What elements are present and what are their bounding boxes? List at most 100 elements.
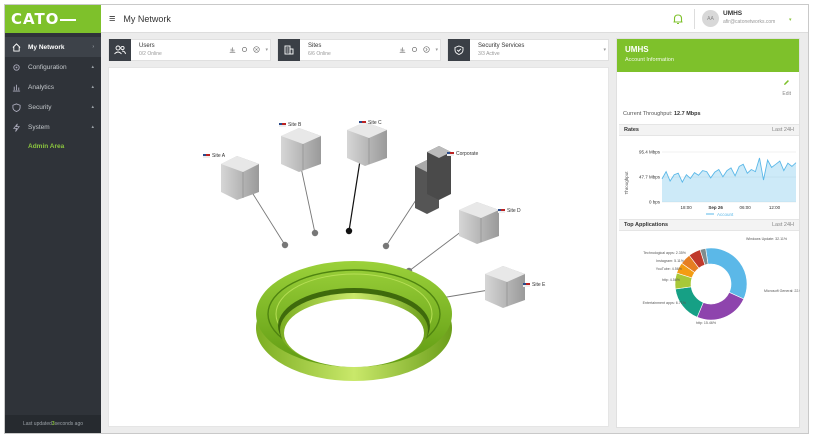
sidebar-item-system[interactable]: System ▴ (5, 117, 101, 137)
site-e-building[interactable] (485, 266, 525, 308)
sidebar-item-label: Security (28, 103, 52, 111)
site-a-building[interactable] (221, 156, 259, 200)
gear-icon[interactable] (241, 46, 248, 53)
edit-label: Edit (782, 91, 791, 97)
avatar[interactable]: AA (702, 10, 719, 27)
node-site-a[interactable] (281, 241, 289, 249)
bar-chart-icon[interactable] (229, 46, 236, 53)
sidebar-item-analytics[interactable]: Analytics ▴ (5, 77, 101, 97)
corporate-label[interactable]: Corporate (447, 151, 478, 157)
admin-area-link[interactable]: Admin Area (28, 143, 65, 150)
pencil-icon (784, 80, 790, 85)
sidebar-item-my-network[interactable]: My Network › (5, 37, 101, 57)
users-title: Users (139, 43, 155, 49)
site-b-label[interactable]: Site B (279, 122, 301, 128)
link-site-d (408, 227, 467, 272)
security-services-card[interactable]: Security Services 3/3 Active ▾ (447, 39, 609, 61)
user-name[interactable]: UMHS (723, 10, 743, 17)
close-circle-icon[interactable] (253, 46, 260, 53)
node-site-c[interactable] (345, 227, 353, 235)
sidebar-item-label: Analytics (28, 83, 55, 91)
rates-section-header: Rates Last 24H (619, 124, 799, 136)
sidebar-item-label: My Network (28, 43, 65, 51)
chevron-right-icon: › (92, 44, 94, 50)
users-icon (109, 39, 131, 61)
donut-slice-label: YouTube: 4.56% (656, 267, 683, 271)
chevron-down-icon[interactable]: ▾ (435, 47, 438, 53)
edit-account-button[interactable]: Edit (782, 79, 791, 97)
x-tick-label: 18:00 (680, 205, 692, 210)
x-tick-label: Sep 26 (708, 205, 723, 210)
hamburger-menu-icon[interactable]: ≡ (109, 12, 116, 25)
users-card[interactable]: Users 0/2 Online ▾ (108, 39, 271, 61)
donut-slice[interactable] (699, 248, 709, 266)
home-icon (11, 42, 21, 52)
account-header: UMHS Account Information (617, 39, 799, 72)
chevron-down-icon[interactable]: ▾ (265, 47, 268, 53)
corporate-data-center[interactable] (415, 146, 451, 214)
node-site-b[interactable] (311, 229, 319, 237)
network-map[interactable]: Site A Site B Site C Corporate Site D Si… (108, 67, 609, 427)
footer-count: 3 (51, 421, 55, 427)
site-d-label[interactable]: Site D (498, 208, 521, 214)
donut-slices (674, 247, 748, 321)
last-updated-footer: Last updated 3 seconds ago (5, 415, 101, 433)
cato-cloud-ring[interactable] (256, 261, 452, 381)
throughput-line (661, 157, 797, 184)
donut-slice[interactable] (705, 247, 748, 300)
donut-slice-label: Entertainment apps: 6.71% (643, 301, 687, 305)
site-c-building[interactable] (347, 122, 387, 166)
donut-slice[interactable] (696, 291, 745, 321)
site-c-label[interactable]: Site C (359, 120, 382, 126)
cato-logo: CATO (11, 10, 60, 28)
chevron-down-icon[interactable]: ▾ (603, 47, 606, 53)
gear-icon[interactable] (411, 46, 418, 53)
node-corporate[interactable] (382, 242, 390, 250)
security-active-count: 3/3 Active (478, 51, 500, 57)
chevron-up-icon: ▴ (91, 104, 94, 110)
bell-icon[interactable] (671, 12, 685, 26)
shield-check-icon (448, 39, 470, 61)
sidebar-item-label: System (28, 123, 50, 131)
site-e-label[interactable]: Site E (523, 282, 545, 288)
logo-bar[interactable]: CATO (5, 5, 101, 33)
account-panel: UMHS Account Information Edit Current Th… (616, 38, 800, 428)
us-flag-icon (203, 153, 210, 159)
donut-slice-label: Instagram: 5.11% (656, 259, 685, 263)
site-a-label[interactable]: Site A (203, 153, 225, 159)
top-header: ≡ My Network AA UMHS afir@catonetworks.c… (101, 5, 808, 33)
site-b-building[interactable] (281, 128, 321, 172)
sites-title: Sites (308, 43, 322, 49)
sites-online-count: 6/6 Online (308, 51, 331, 57)
sites-card[interactable]: Sites 6/6 Online ▾ (277, 39, 441, 61)
site-label-text: Corporate (456, 151, 479, 157)
top-applications-donut[interactable]: Windows Update: 32.11%Microsoft General:… (618, 234, 800, 334)
sidebar-item-configuration[interactable]: Configuration ▴ (5, 57, 101, 77)
y-tick-label: 47.7 Mbps (639, 175, 661, 180)
bar-chart-icon[interactable] (399, 46, 406, 53)
user-email: afir@catonetworks.com (723, 19, 776, 25)
rates-range[interactable]: Last 24H (771, 127, 794, 133)
site-label-text: Site B (288, 122, 302, 128)
site-label-text: Site E (532, 282, 546, 288)
chevron-down-icon[interactable]: ▾ (789, 17, 792, 23)
us-flag-icon (447, 151, 454, 157)
y-axis-label: Throughput (624, 171, 629, 195)
sidebar-item-security[interactable]: Security ▴ (5, 97, 101, 117)
bolt-icon (11, 122, 21, 132)
users-online-count: 0/2 Online (139, 51, 162, 57)
legend-account[interactable]: Account (717, 212, 734, 217)
arrow-circle-icon[interactable] (423, 46, 430, 53)
building-icon (278, 39, 300, 61)
top-apps-range[interactable]: Last 24H (771, 222, 794, 228)
donut-labels: Windows Update: 32.11%Microsoft General:… (643, 237, 800, 325)
x-tick-label: 06:00 (739, 205, 751, 210)
sidebar-item-label: Configuration (28, 63, 67, 71)
throughput-label: Current Throughput: (623, 111, 673, 117)
chevron-up-icon: ▴ (91, 124, 94, 130)
site-d-building[interactable] (459, 202, 499, 244)
bar-chart-icon (11, 82, 21, 92)
